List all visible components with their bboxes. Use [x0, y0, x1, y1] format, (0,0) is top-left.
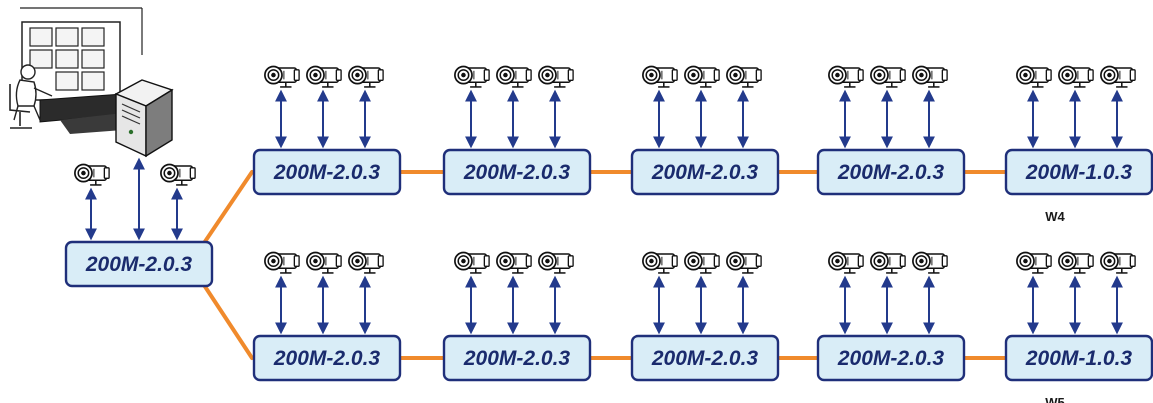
node-label: 200M-2.0.3	[463, 161, 571, 184]
chain-tag: W5	[1045, 395, 1065, 403]
cctv-camera-icon	[684, 65, 720, 88]
node-label: 200M-1.0.3	[1025, 161, 1133, 184]
cctv-camera-icon	[496, 65, 532, 88]
node-label: 200M-2.0.3	[273, 347, 381, 370]
cctv-camera-icon	[348, 65, 384, 88]
switch-node: 200M-2.0.3	[816, 148, 966, 196]
node-box	[816, 334, 966, 382]
node-box	[1004, 148, 1153, 196]
node-label: 200M-2.0.3	[837, 347, 945, 370]
network-link	[200, 280, 254, 360]
node-label: 200M-2.0.3	[651, 161, 759, 184]
node-label: 200M-2.0.3	[85, 253, 193, 276]
cctv-camera-icon	[726, 65, 762, 88]
cctv-camera-icon	[1058, 251, 1094, 274]
node-box	[630, 148, 780, 196]
switch-node: 200M-2.0.3	[442, 334, 592, 382]
node-box	[442, 148, 592, 196]
cctv-camera-icon	[642, 65, 678, 88]
cctv-camera-icon	[870, 65, 906, 88]
node-label: 200M-1.0.3	[1025, 347, 1133, 370]
cctv-camera-icon	[538, 251, 574, 274]
node-box	[252, 334, 402, 382]
node-box	[816, 148, 966, 196]
node-box	[64, 240, 214, 288]
cctv-camera-icon	[912, 251, 948, 274]
switch-node: 200M-2.0.3	[816, 334, 966, 382]
cctv-camera-icon	[1058, 65, 1094, 88]
switch-node: 200M-2.0.3	[442, 148, 592, 196]
cctv-camera-icon	[642, 251, 678, 274]
node-box	[1004, 334, 1153, 382]
cctv-camera-icon	[1100, 65, 1136, 88]
cctv-camera-icon	[160, 163, 196, 186]
switch-node: 200M-2.0.3	[252, 334, 402, 382]
cctv-camera-icon	[306, 65, 342, 88]
switch-node: 200M-1.0.3	[1004, 334, 1153, 382]
cctv-camera-icon	[828, 65, 864, 88]
cctv-camera-icon	[454, 65, 490, 88]
cctv-camera-icon	[1016, 65, 1052, 88]
cctv-camera-icon	[264, 251, 300, 274]
server-tower-icon	[114, 79, 174, 158]
node-box	[252, 148, 402, 196]
chain-tag: W4	[1045, 209, 1065, 224]
cctv-camera-icon	[454, 251, 490, 274]
network-link	[200, 170, 254, 248]
node-label: 200M-2.0.3	[273, 161, 381, 184]
cctv-camera-icon	[1016, 251, 1052, 274]
cctv-camera-icon	[912, 65, 948, 88]
switch-node: 200M-2.0.3	[630, 334, 780, 382]
cctv-camera-icon	[538, 65, 574, 88]
cctv-camera-icon	[74, 163, 110, 186]
cctv-camera-icon	[348, 251, 384, 274]
node-box	[630, 334, 780, 382]
cctv-camera-icon	[264, 65, 300, 88]
cctv-camera-icon	[726, 251, 762, 274]
switch-node: 200M-1.0.3	[1004, 148, 1153, 196]
cctv-camera-icon	[1100, 251, 1136, 274]
node-label: 200M-2.0.3	[463, 347, 571, 370]
switch-node: 200M-2.0.3	[630, 148, 780, 196]
root-switch-node: 200M-2.0.3	[64, 240, 214, 288]
switch-node: 200M-2.0.3	[252, 148, 402, 196]
cctv-camera-icon	[496, 251, 532, 274]
cctv-camera-icon	[306, 251, 342, 274]
cctv-camera-icon	[684, 251, 720, 274]
cctv-camera-icon	[828, 251, 864, 274]
node-label: 200M-2.0.3	[837, 161, 945, 184]
node-label: 200M-2.0.3	[651, 347, 759, 370]
cctv-camera-icon	[870, 251, 906, 274]
node-box	[442, 334, 592, 382]
